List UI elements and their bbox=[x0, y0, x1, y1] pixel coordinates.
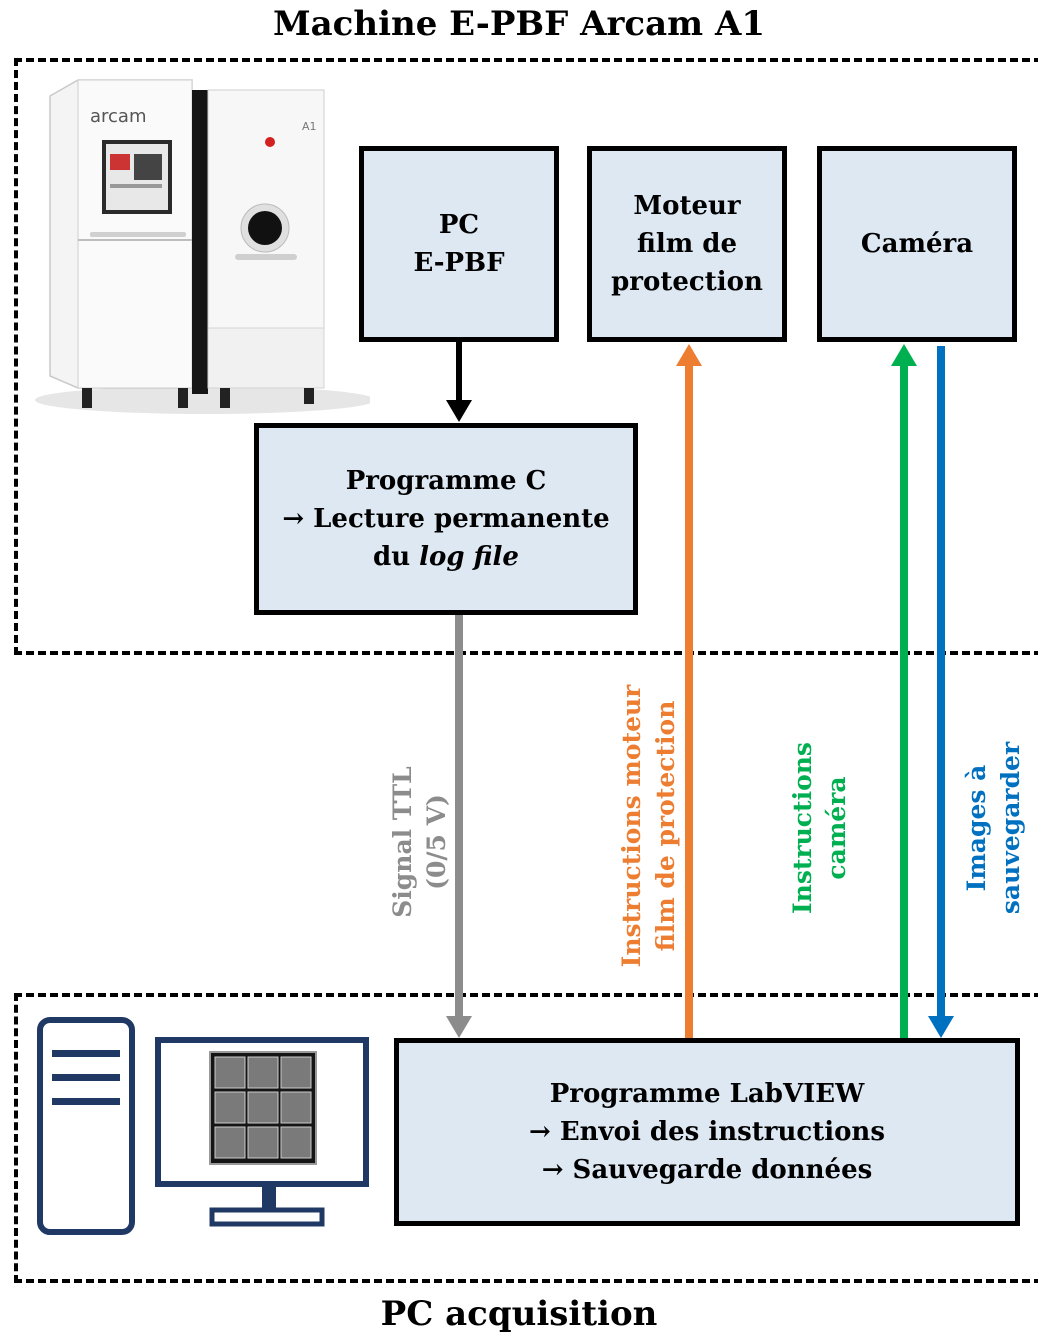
signal-ttl-line1: Signal TTL bbox=[388, 766, 417, 918]
programme-c-line3-plain: du bbox=[373, 542, 420, 572]
moteur-line2: film de bbox=[636, 229, 738, 259]
images-label: Images à sauvegarder bbox=[960, 733, 1036, 923]
arrow-signal-ttl bbox=[446, 615, 472, 1038]
labview-line1: Programme LabVIEW bbox=[549, 1079, 865, 1109]
arrow-instructions-camera bbox=[891, 344, 917, 1038]
moteur-line3: protection bbox=[611, 267, 763, 297]
programme-c-line3-italic: log file bbox=[419, 542, 519, 572]
top-section-title: Machine E-PBF Arcam A1 bbox=[272, 4, 765, 44]
labview-line2: → Envoi des instructions bbox=[529, 1117, 885, 1147]
arrow-images bbox=[928, 346, 954, 1038]
arcam-machine-image: arcam A1 bbox=[35, 70, 370, 420]
programme-c-line1: Programme C bbox=[345, 466, 547, 496]
bottom-section-title: PC acquisition bbox=[380, 1294, 658, 1334]
pc-icon bbox=[37, 1017, 369, 1235]
machine-group-border bbox=[14, 58, 1038, 655]
instructions-moteur-line2: film de protection bbox=[651, 700, 680, 952]
programme-c-box: Programme C → Lecture permanente du log … bbox=[254, 423, 638, 615]
programme-c-line2: → Lecture permanente bbox=[282, 504, 610, 534]
programme-c-line3: du log file bbox=[373, 538, 519, 576]
instructions-moteur-line1: Instructions moteur bbox=[617, 684, 646, 968]
labview-box: Programme LabVIEW → Envoi des instructio… bbox=[394, 1038, 1020, 1226]
pc-epbf-line2: E-PBF bbox=[413, 248, 505, 278]
acquisition-group-border bbox=[14, 993, 1038, 1283]
signal-ttl-line2: (0/5 V) bbox=[422, 794, 451, 890]
pc-epbf-line1: PC bbox=[438, 210, 480, 240]
machine-brand-logo: arcam bbox=[90, 106, 147, 127]
moteur-box: Moteur film de protection bbox=[587, 146, 787, 342]
signal-ttl-label: Signal TTL (0/5 V) bbox=[386, 722, 466, 962]
arrow-pc-to-programme-c bbox=[446, 342, 472, 422]
instructions-camera-line1: Instructions bbox=[788, 741, 817, 915]
machine-model-label: A1 bbox=[302, 120, 317, 133]
camera-box: Caméra bbox=[817, 146, 1017, 342]
labview-line3: → Sauvegarde données bbox=[541, 1155, 873, 1185]
instructions-camera-label: Instructions caméra bbox=[786, 738, 862, 918]
instructions-camera-line2: caméra bbox=[822, 776, 851, 880]
images-line1: Images à bbox=[962, 764, 991, 892]
pc-epbf-box: PC E-PBF bbox=[359, 146, 559, 342]
arrow-instructions-moteur bbox=[676, 344, 702, 1038]
images-line2: sauvegarder bbox=[996, 741, 1025, 915]
instructions-moteur-label: Instructions moteur film de protection bbox=[615, 661, 695, 991]
moteur-line1: Moteur bbox=[633, 191, 741, 221]
camera-label: Caméra bbox=[860, 229, 974, 259]
